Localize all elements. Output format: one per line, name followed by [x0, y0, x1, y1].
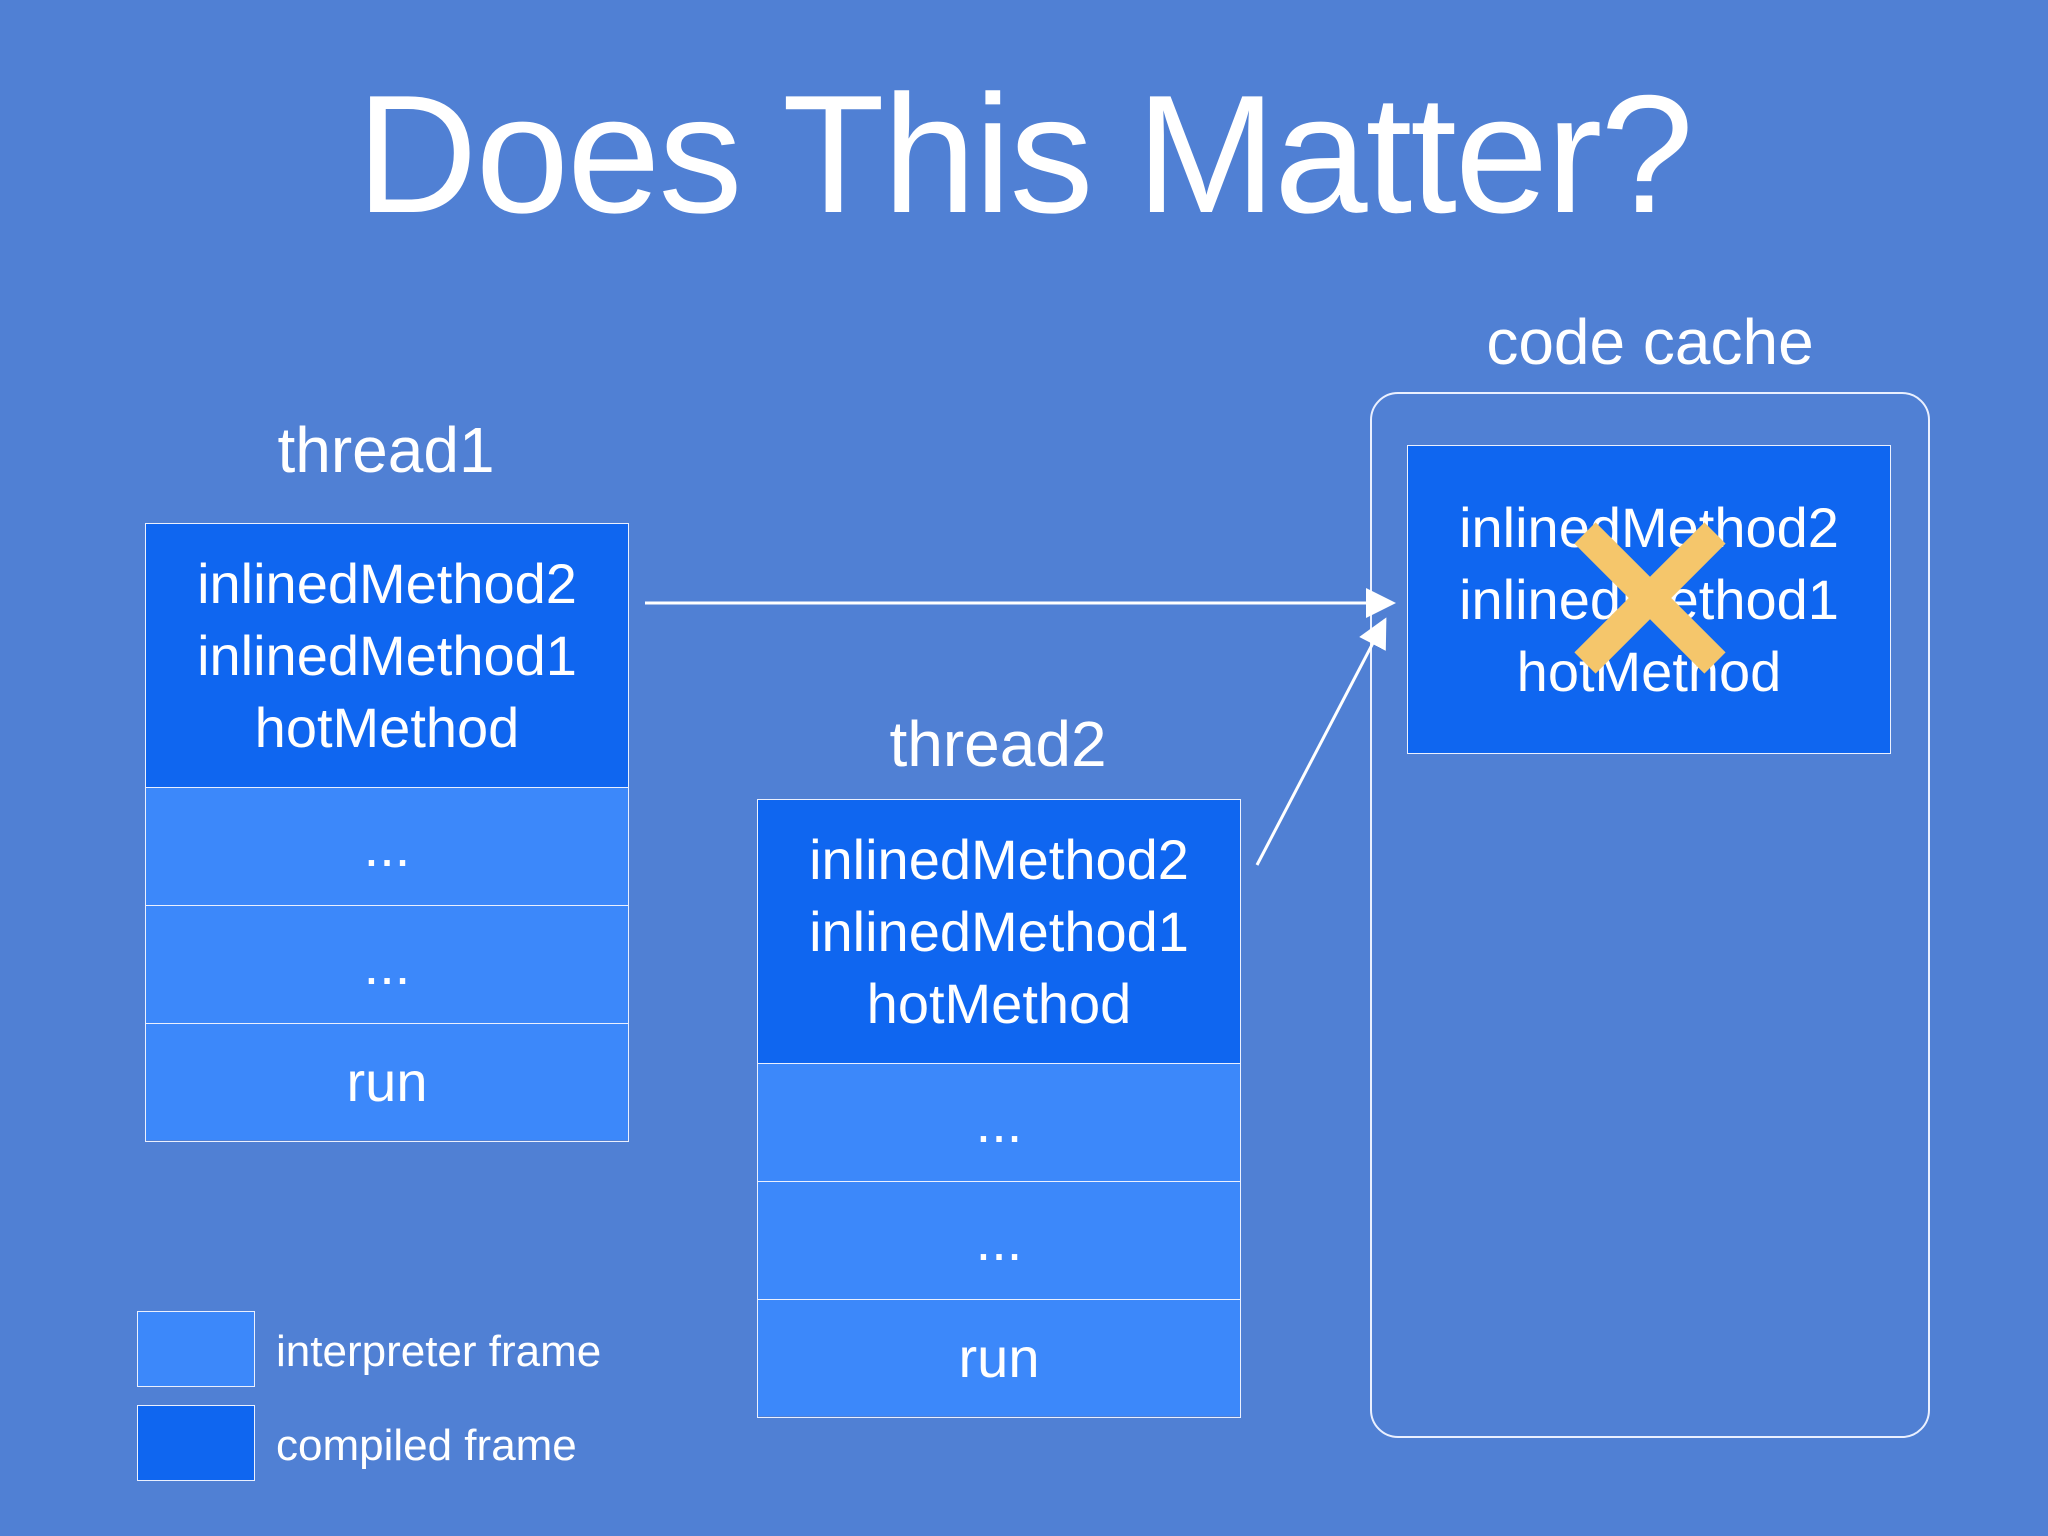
- thread2-compiled-frame: inlinedMethod2 inlinedMethod1 hotMethod: [758, 800, 1240, 1064]
- thread2-label: thread2: [889, 708, 1107, 780]
- thread1-interpreter-frame: ...: [146, 906, 628, 1024]
- method-name: hotMethod: [866, 971, 1132, 1035]
- slide-title: Does This Matter?: [356, 60, 1693, 248]
- thread2-interpreter-frame: ...: [758, 1064, 1240, 1182]
- thread2-run-frame: run: [758, 1300, 1240, 1416]
- thread2-stack: inlinedMethod2 inlinedMethod1 hotMethod …: [757, 799, 1241, 1418]
- thread1-stack: inlinedMethod2 inlinedMethod1 hotMethod …: [145, 523, 629, 1142]
- frame-label: run: [346, 1050, 428, 1113]
- thread1-compiled-frame: inlinedMethod2 inlinedMethod1 hotMethod: [146, 524, 628, 788]
- thread2-arrow: [1255, 617, 1387, 866]
- frame-label: ...: [975, 1090, 1023, 1154]
- legend-swatch-compiled: [137, 1405, 255, 1481]
- legend-label-compiled: compiled frame: [276, 1421, 577, 1470]
- thread1-run-frame: run: [146, 1024, 628, 1140]
- thread1-interpreter-frame: ...: [146, 788, 628, 906]
- method-name: inlinedMethod1: [809, 899, 1189, 963]
- code-cache-container: [1370, 392, 1930, 1438]
- method-name: inlinedMethod1: [197, 623, 577, 687]
- frame-label: ...: [363, 814, 411, 878]
- method-name: inlinedMethod2: [1459, 495, 1839, 559]
- thread2-interpreter-frame: ...: [758, 1182, 1240, 1300]
- frame-label: run: [958, 1326, 1040, 1389]
- method-name: inlinedMethod2: [809, 827, 1189, 891]
- method-name: hotMethod: [254, 695, 520, 759]
- code-cache-label: code cache: [1486, 306, 1814, 378]
- frame-label: ...: [363, 932, 411, 996]
- legend-label-interpreter: interpreter frame: [276, 1327, 602, 1376]
- thread1-label: thread1: [277, 414, 495, 486]
- method-name: hotMethod: [1516, 639, 1782, 703]
- frame-label: ...: [975, 1208, 1023, 1272]
- method-name: inlinedMethod2: [197, 551, 577, 615]
- cross-icon: [1574, 522, 1726, 674]
- legend-swatch-interpreter: [137, 1311, 255, 1387]
